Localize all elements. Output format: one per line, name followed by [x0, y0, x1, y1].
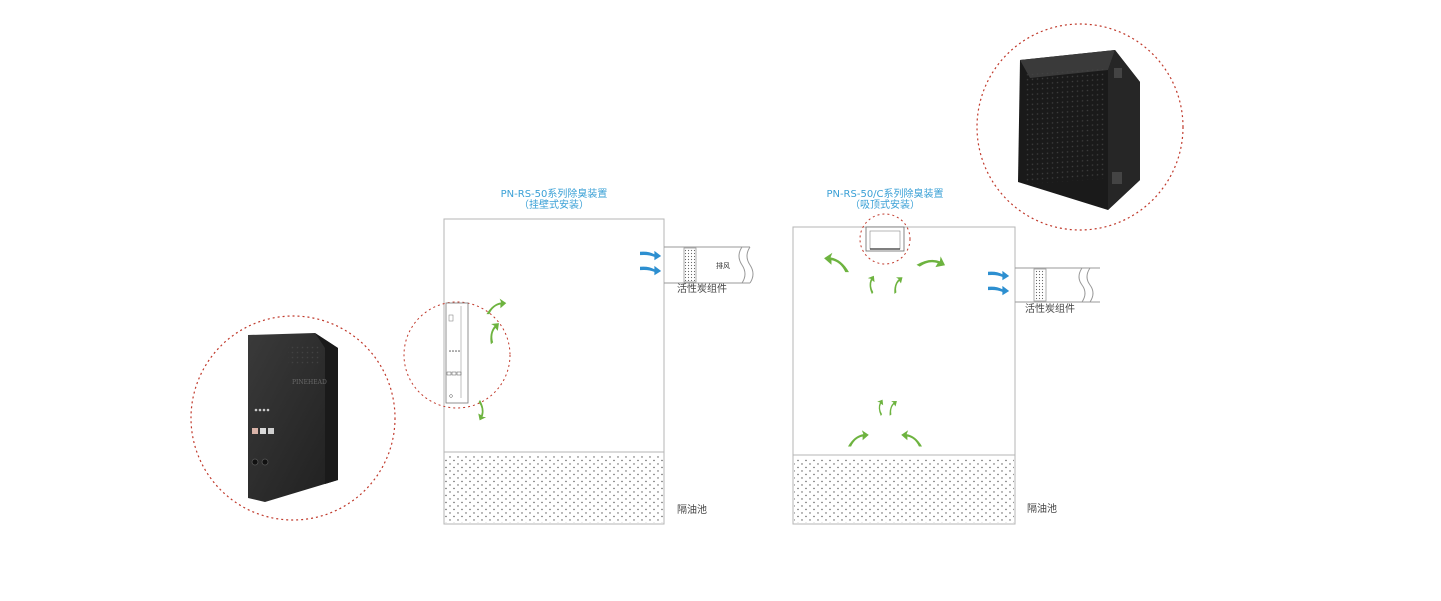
device-brand-text: PINEHEAD [292, 379, 327, 386]
device-detail-callout [403, 301, 511, 409]
right-carbon-label: 活性炭组件 [1025, 304, 1075, 315]
exhaust-label: 排风 [716, 262, 730, 270]
exhaust-arrow-icon [640, 265, 662, 276]
left-diagram-subtitle: （挂壁式安装） [519, 200, 589, 211]
airflow-arrow-icon [916, 248, 948, 278]
airflow-arrow-icon [883, 398, 902, 416]
wall-mount-device-image: PINEHEAD [248, 333, 338, 502]
exhaust-arrow-icon [640, 250, 662, 261]
exhaust-arrow-icon [988, 285, 1010, 296]
grease-tank-fill [794, 458, 1014, 523]
wall-mount-product-callout: PINEHEAD [190, 315, 396, 521]
exhaust-duct [664, 246, 754, 284]
left-tank-label: 隔油池 [677, 505, 707, 516]
room-outline [443, 218, 665, 525]
ceiling-device-outline [865, 226, 905, 252]
exhaust-duct [1015, 267, 1100, 303]
airflow-arrow-icon [824, 252, 849, 273]
ceiling-device-callout [859, 213, 911, 265]
callout-circle [190, 315, 396, 521]
indicator-lights [254, 408, 270, 412]
left-carbon-label: 活性炭组件 [677, 284, 727, 295]
grease-tank-fill [445, 455, 663, 523]
exhaust-arrow-icon [988, 270, 1010, 281]
wall-device-outline [445, 302, 469, 404]
control-buttons [252, 428, 274, 434]
airflow-arrow-icon [848, 430, 869, 447]
left-diagram-title: PN-RS-50系列除臭装置 [500, 189, 608, 200]
ceiling-product-callout [976, 23, 1184, 231]
ceiling-device-image [1018, 50, 1140, 210]
airflow-arrow-icon [871, 397, 890, 417]
right-diagram-title: PN-RS-50/C系列除臭装置 [826, 189, 944, 200]
airflow-arrow-icon [470, 399, 493, 423]
right-tank-label: 隔油池 [1027, 504, 1057, 515]
airflow-arrow-icon [887, 274, 908, 294]
airflow-arrow-icon [486, 298, 507, 315]
airflow-arrow-icon [901, 430, 922, 447]
left-diagram [403, 218, 754, 525]
airflow-arrow-icon [480, 319, 507, 345]
right-diagram-subtitle: （吸顶式安装） [850, 200, 920, 211]
airflow-arrow-icon [861, 273, 882, 295]
callout-circle [976, 23, 1184, 231]
right-diagram [792, 213, 1100, 525]
